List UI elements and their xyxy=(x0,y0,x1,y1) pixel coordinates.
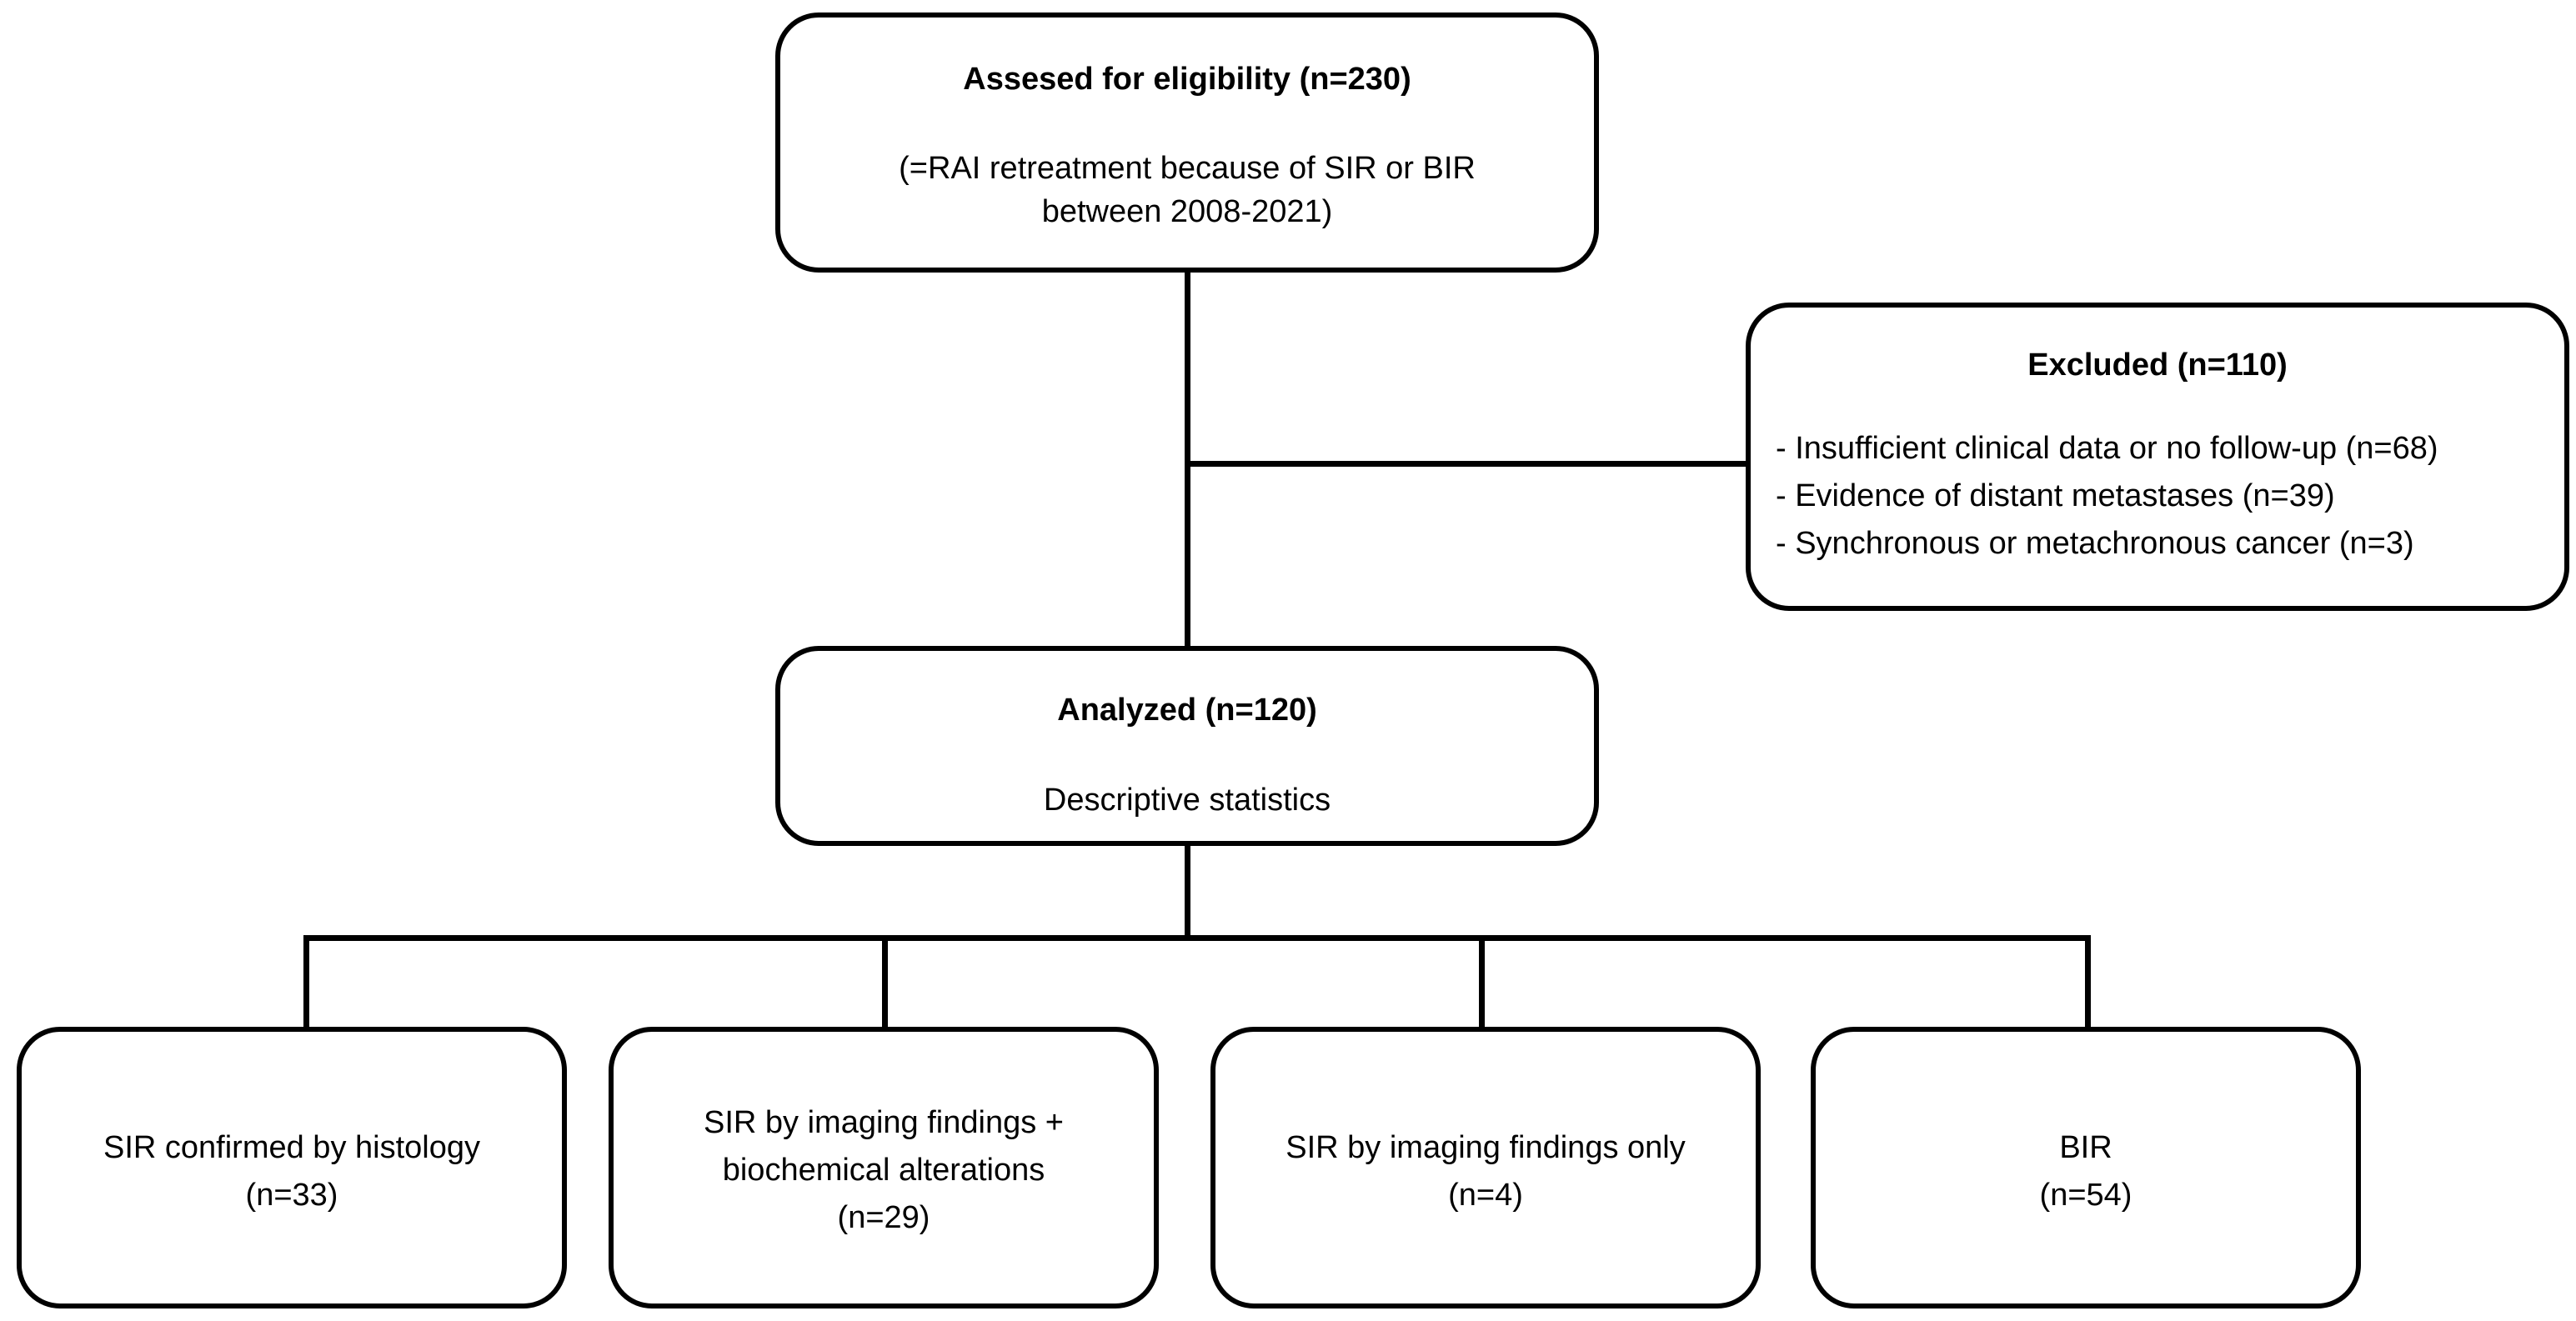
connector-to-excluded xyxy=(1185,461,1752,467)
analyzed-title: Analyzed (n=120) xyxy=(1057,693,1317,728)
eligibility-title: Assesed for eligibility (n=230) xyxy=(963,62,1411,97)
group-box-imaging-biochemical: SIR by imaging findings + biochemical al… xyxy=(609,1027,1159,1308)
group-histology-count: (n=33) xyxy=(245,1178,338,1213)
group-imaging-biochemical-label-line2: biochemical alterations xyxy=(722,1153,1045,1188)
connector-horizontal-bar xyxy=(303,935,2091,941)
group-imaging-only-label: SIR by imaging findings only xyxy=(1285,1130,1686,1165)
group-box-imaging-only: SIR by imaging findings only (n=4) xyxy=(1210,1027,1761,1308)
group-imaging-biochemical-count: (n=29) xyxy=(837,1200,930,1235)
eligibility-criteria-line2: between 2008-2021) xyxy=(1041,194,1333,229)
eligibility-criteria-line1: (=RAI retreatment because of SIR or BIR xyxy=(899,151,1476,186)
group-histology-label: SIR confirmed by histology xyxy=(103,1130,480,1165)
connector-to-group-4 xyxy=(2085,935,2091,1032)
group-bir-count: (n=54) xyxy=(2039,1178,2132,1213)
excluded-item-insufficient-data: - Insufficient clinical data or no follo… xyxy=(1776,431,2438,466)
group-box-bir: BIR (n=54) xyxy=(1811,1027,2361,1308)
eligibility-box: Assesed for eligibility (n=230) (=RAI re… xyxy=(775,13,1599,273)
analyzed-box: Analyzed (n=120) Descriptive statistics xyxy=(775,646,1599,846)
group-box-histology: SIR confirmed by histology (n=33) xyxy=(17,1027,567,1308)
excluded-item-other-cancer: - Synchronous or metachronous cancer (n=… xyxy=(1776,526,2414,561)
group-imaging-only-count: (n=4) xyxy=(1448,1178,1523,1213)
group-bir-label: BIR xyxy=(2059,1130,2112,1165)
excluded-title: Excluded (n=110) xyxy=(2027,348,2288,383)
connector-analyzed-down xyxy=(1185,842,1190,940)
group-imaging-biochemical-label-line1: SIR by imaging findings + xyxy=(704,1105,1064,1140)
connector-to-group-1 xyxy=(303,935,309,1032)
excluded-box: Excluded (n=110) - Insufficient clinical… xyxy=(1746,303,2569,611)
analyzed-subtitle: Descriptive statistics xyxy=(1043,783,1331,818)
connector-to-group-3 xyxy=(1479,935,1485,1032)
connector-to-group-2 xyxy=(882,935,888,1032)
excluded-item-distant-metastases: - Evidence of distant metastases (n=39) xyxy=(1776,478,2335,513)
